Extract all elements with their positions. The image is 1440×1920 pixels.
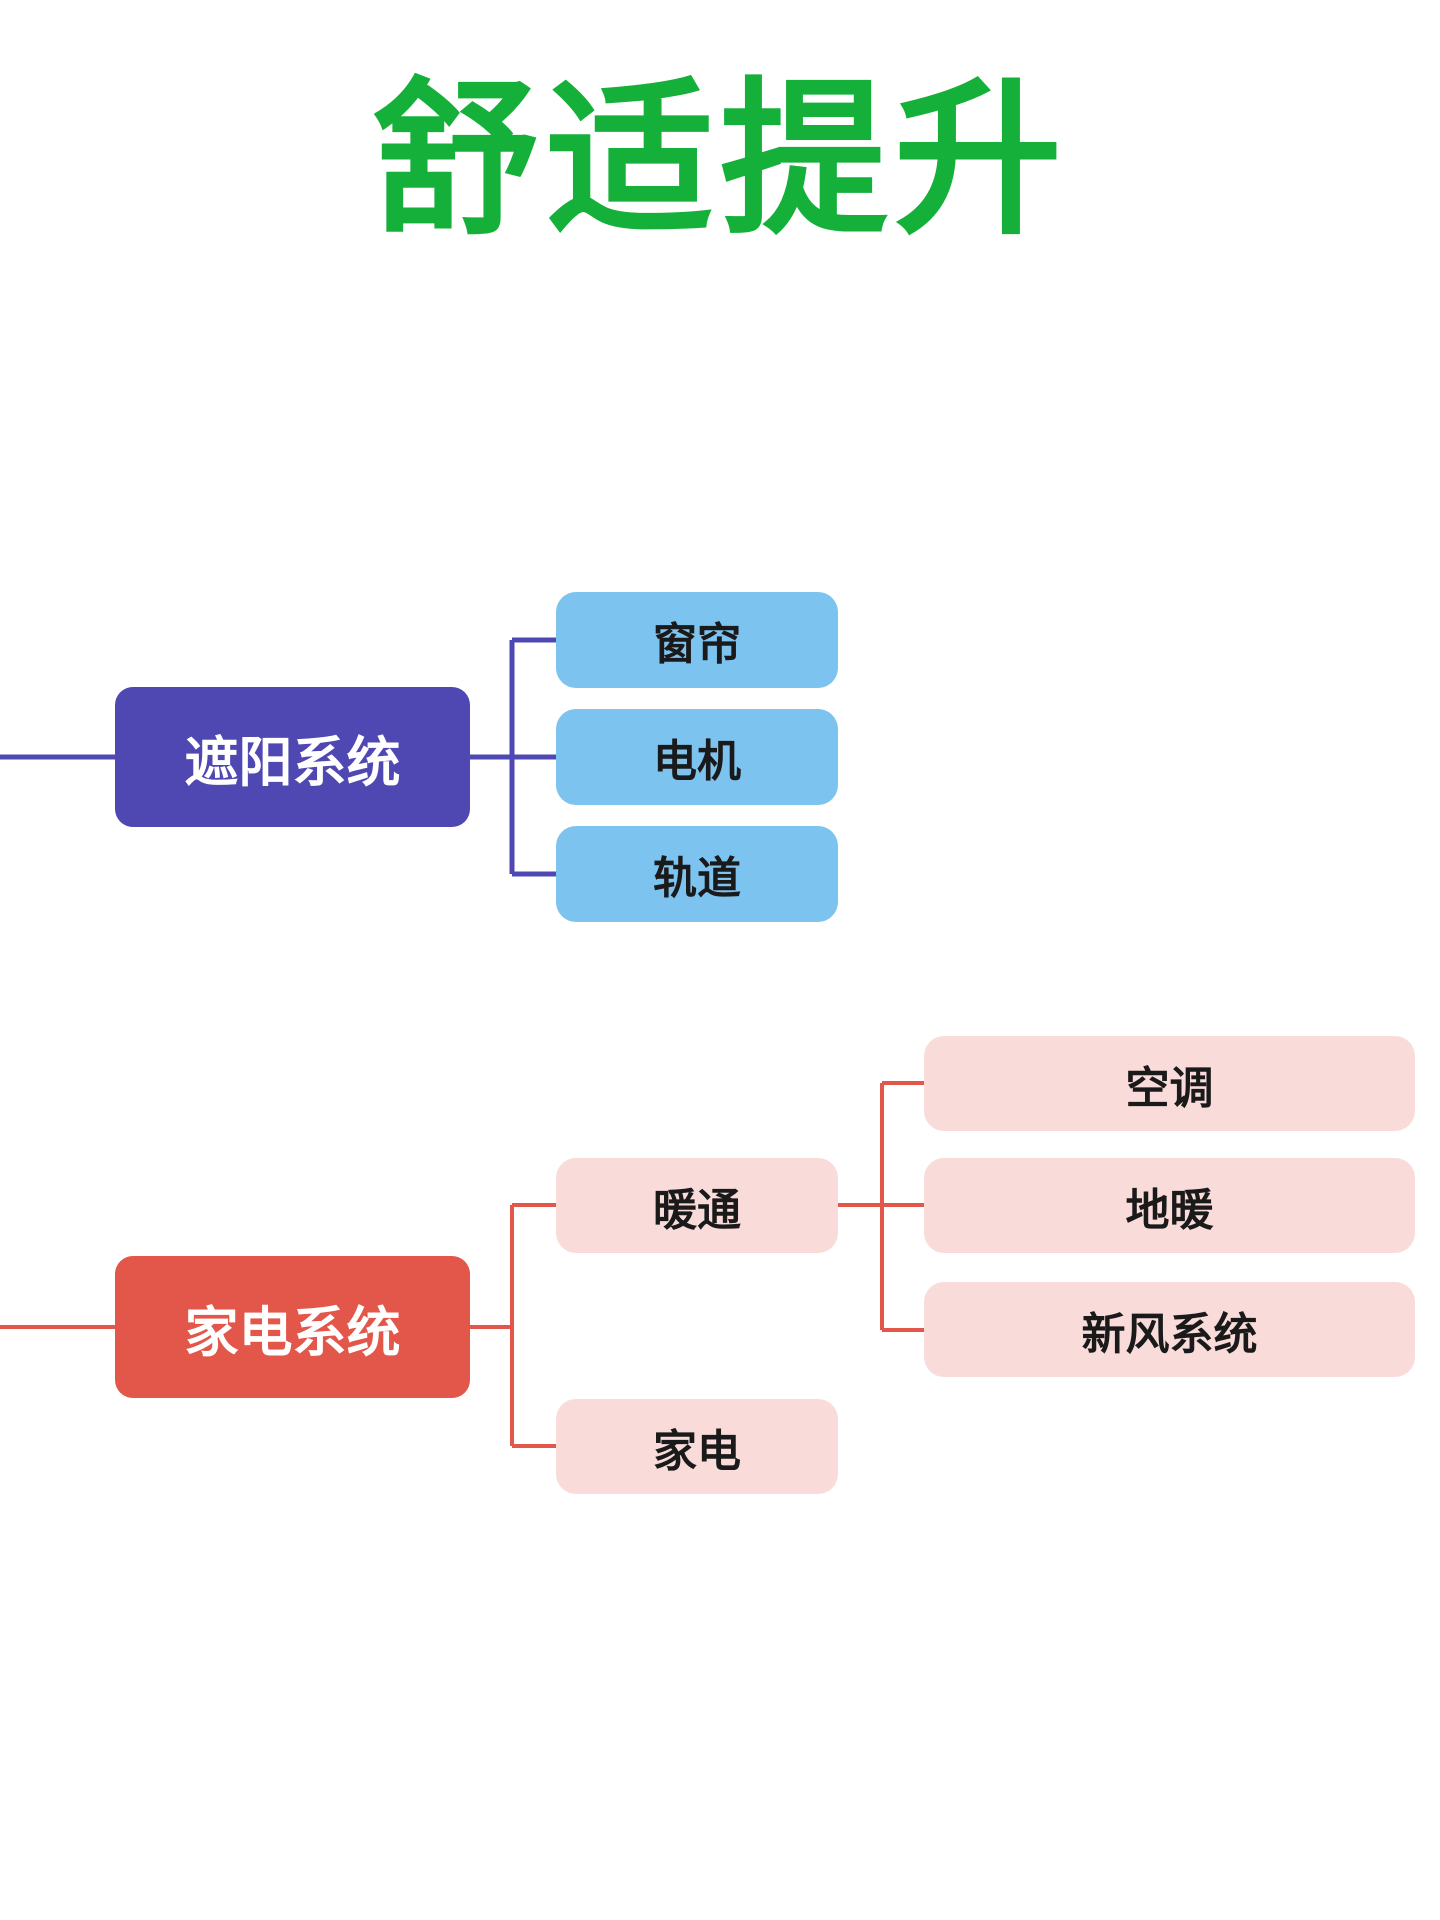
hvac-node: 暖通 — [556, 1158, 838, 1253]
shade-child-node-curtain: 窗帘 — [556, 592, 838, 688]
shade-child-node-track: 轨道 — [556, 826, 838, 922]
appliance-system-node: 家电系统 — [115, 1256, 470, 1398]
hvac-child-node-floor-heating: 地暖 — [924, 1158, 1415, 1253]
shade-system-node: 遮阳系统 — [115, 687, 470, 827]
page-title: 舒适提升 — [372, 62, 1068, 258]
shade-child-node-motor: 电机 — [556, 709, 838, 805]
appliances-node: 家电 — [556, 1399, 838, 1494]
hvac-child-node-air-conditioner: 空调 — [924, 1036, 1415, 1131]
hvac-child-node-fresh-air-system: 新风系统 — [924, 1282, 1415, 1377]
